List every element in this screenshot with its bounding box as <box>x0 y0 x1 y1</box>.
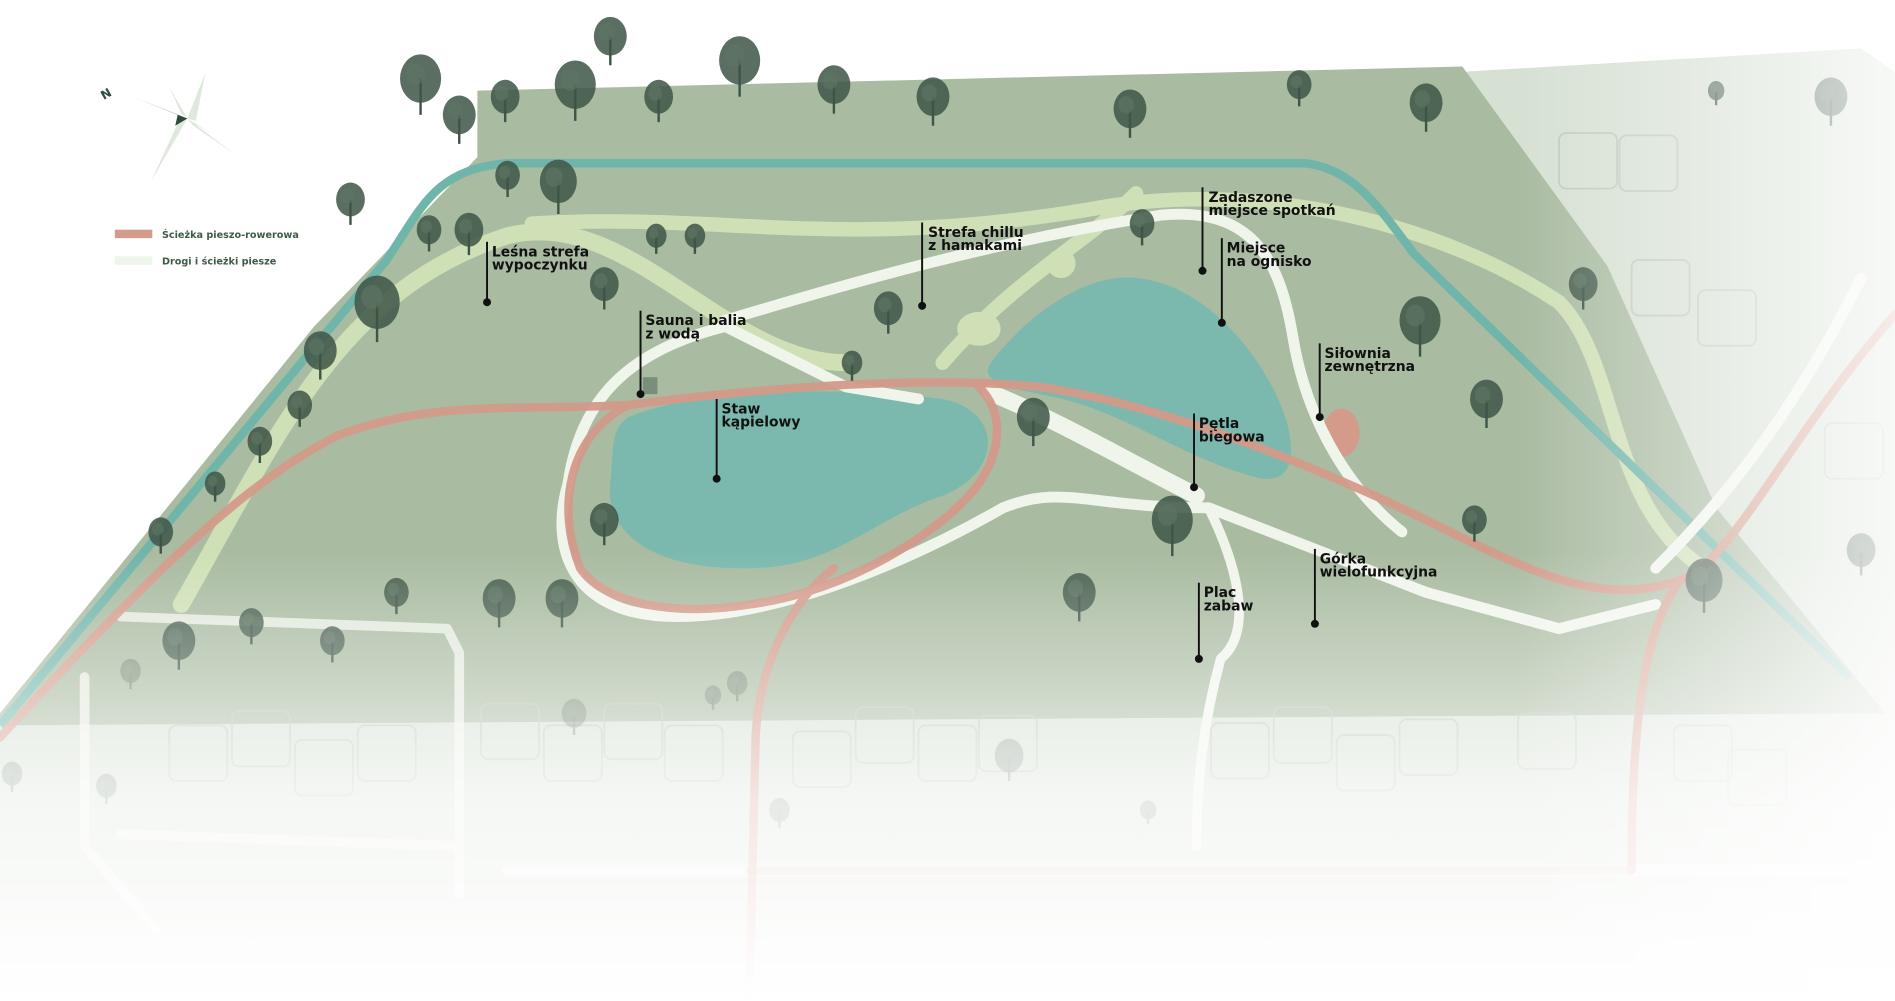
legend-swatch-bike <box>114 229 153 239</box>
label-text: z wodą <box>645 327 700 343</box>
label-text: zewnętrzna <box>1325 359 1415 375</box>
label-marker-dot <box>1194 654 1203 663</box>
label-text: biegowa <box>1199 429 1265 445</box>
label-text: wypoczynku <box>492 258 588 274</box>
label-text: Sauna i balia <box>645 313 746 329</box>
label-marker-dot <box>918 301 927 310</box>
label-text: Miejsce <box>1227 241 1286 257</box>
label-text: kąpielowy <box>722 415 801 431</box>
label-marker-dot <box>1198 266 1207 275</box>
label-marker-dot <box>712 474 721 483</box>
label-text: Staw <box>722 401 761 417</box>
label-text: z hamakami <box>928 238 1022 254</box>
label-marker-dot <box>483 298 492 307</box>
label-marker-dot <box>1315 413 1324 422</box>
label-text: miejsce spotkań <box>1209 203 1336 219</box>
label-text: zabaw <box>1204 599 1254 615</box>
label-text: Siłownia <box>1325 346 1391 362</box>
label-marker-dot <box>1310 619 1319 628</box>
legend: Ścieżka pieszo-rowerowa Drogi i ścieżki … <box>114 228 299 268</box>
label-text: Plac <box>1204 585 1237 601</box>
label-text: Górka <box>1320 551 1366 567</box>
label-text: wielofunkcyjna <box>1320 565 1438 581</box>
legend-label-walk: Drogi i ścieżki piesze <box>162 256 277 268</box>
label-marker-dot <box>1190 483 1199 492</box>
label-text: na ognisko <box>1227 254 1312 270</box>
label-text: Pętla <box>1199 416 1239 432</box>
label-text: Leśna strefa <box>492 244 589 260</box>
legend-label-bike: Ścieżka pieszo-rowerowa <box>162 228 299 241</box>
legend-swatch-walk <box>114 256 153 265</box>
label-text: Strefa chillu <box>928 225 1023 241</box>
label-text: Zadaszone <box>1209 190 1293 206</box>
label-marker-dot <box>1217 318 1226 327</box>
label-marker-dot <box>636 390 645 399</box>
